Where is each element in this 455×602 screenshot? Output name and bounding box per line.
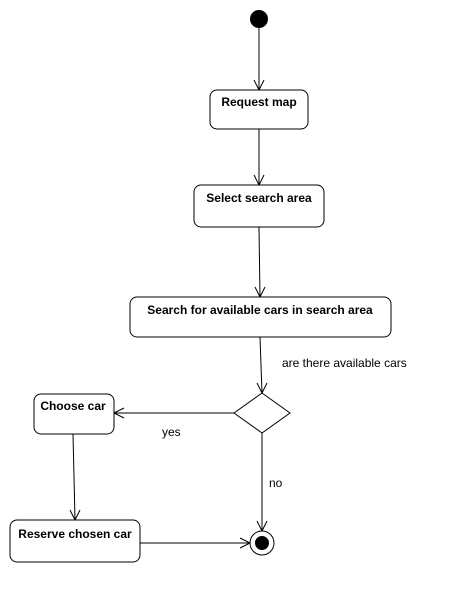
edge-reserve-to-final <box>140 537 252 549</box>
edge-decision-to-final <box>256 433 268 533</box>
edge-start-to-request-map <box>253 28 265 92</box>
edge-select-area-to-search <box>254 226 266 299</box>
decision-node <box>233 392 291 434</box>
edge-decision-to-choose-car <box>112 407 234 419</box>
edge-choose-car-to-reserve <box>69 433 81 522</box>
final-node <box>249 530 275 556</box>
action-search-available-cars: Search for available cars in search area <box>129 296 392 338</box>
edge-request-map-to-select-area <box>253 129 265 187</box>
initial-node <box>250 10 268 28</box>
action-reserve-chosen-car-label: Reserve chosen car <box>18 527 132 541</box>
action-choose-car-label: Choose car <box>40 399 106 413</box>
action-request-map-label: Request map <box>221 95 296 109</box>
edge-search-to-decision <box>256 336 268 395</box>
guard-no-label: no <box>269 476 283 490</box>
action-search-available-cars-label: Search for available cars in search area <box>147 303 373 317</box>
action-request-map: Request map <box>209 89 309 130</box>
guard-yes-label: yes <box>162 425 181 439</box>
action-select-search-area-label: Select search area <box>206 191 312 205</box>
decision-question-label: are there available cars <box>282 356 407 370</box>
action-reserve-chosen-car: Reserve chosen car <box>9 519 141 563</box>
action-choose-car: Choose car <box>33 393 115 435</box>
action-select-search-area: Select search area <box>193 184 325 228</box>
